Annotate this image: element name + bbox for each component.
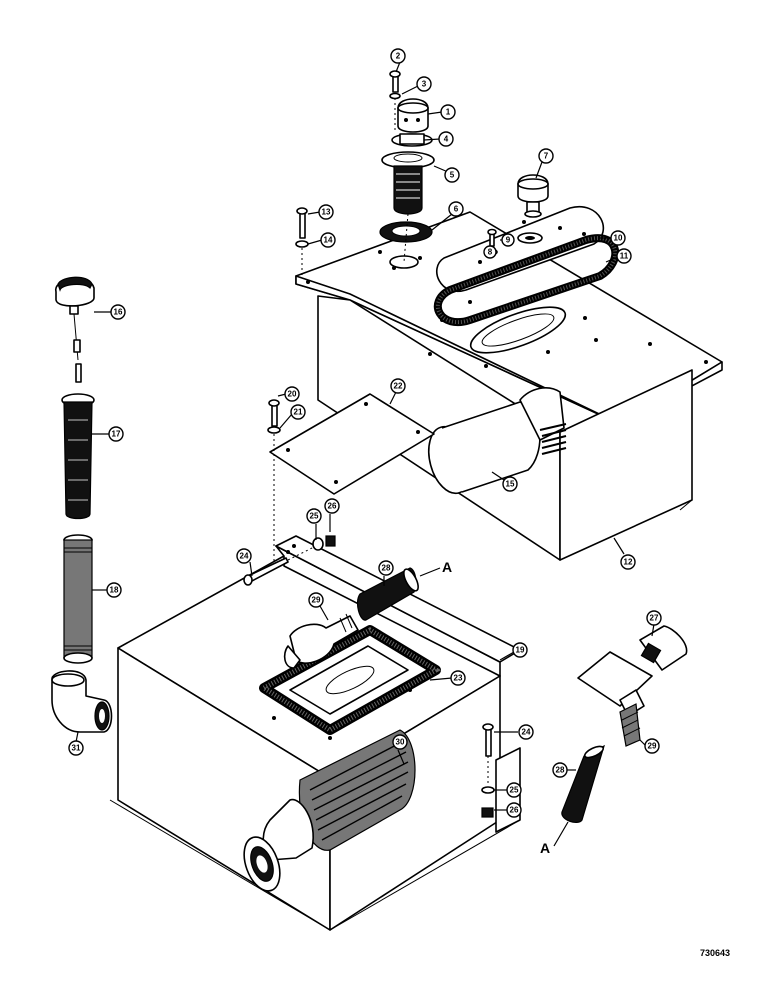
svg-text:11: 11 <box>620 252 629 261</box>
callout-26-lower: 26 <box>506 802 522 818</box>
strainer-30 <box>243 729 416 892</box>
callout-11: 11 <box>616 248 632 264</box>
svg-text:12: 12 <box>624 558 633 567</box>
callout-24-lower: 24 <box>518 724 534 740</box>
callout-25-lower: 25 <box>506 782 522 798</box>
callout-20: 20 <box>284 386 300 402</box>
dipstick-filler-cap-16 <box>55 276 95 383</box>
svg-text:24: 24 <box>522 728 531 737</box>
callout-6: 6 <box>448 201 464 217</box>
callout-28-upper: 28 <box>378 560 394 576</box>
svg-text:26: 26 <box>510 806 519 815</box>
callout-13: 13 <box>318 204 334 220</box>
breather-assembly <box>379 70 435 263</box>
svg-text:7: 7 <box>544 152 549 161</box>
callout-14: 14 <box>320 232 336 248</box>
svg-text:19: 19 <box>516 646 525 655</box>
callout-21: 21 <box>290 404 306 420</box>
callout-25-upper: 25 <box>306 508 322 524</box>
callout-23: 23 <box>450 670 466 686</box>
svg-text:6: 6 <box>454 205 459 214</box>
bolt-24-lower <box>481 723 495 818</box>
svg-text:9: 9 <box>506 236 511 245</box>
upper-tank <box>295 211 723 561</box>
callout-9: 9 <box>501 233 515 247</box>
callout-29-lower: 29 <box>644 738 660 754</box>
svg-text:25: 25 <box>310 512 319 521</box>
callout-12: 12 <box>620 554 636 570</box>
svg-text:31: 31 <box>72 744 81 753</box>
cover-plate-assembly <box>434 174 620 326</box>
svg-text:1: 1 <box>446 108 451 117</box>
callout-22: 22 <box>390 378 406 394</box>
callout-30: 30 <box>392 734 408 750</box>
callout-31: 31 <box>68 740 84 756</box>
svg-text:17: 17 <box>112 430 121 439</box>
svg-text:25: 25 <box>510 786 519 795</box>
svg-text:21: 21 <box>294 408 303 417</box>
svg-text:28: 28 <box>556 766 565 775</box>
svg-text:16: 16 <box>114 308 123 317</box>
svg-text:10: 10 <box>614 234 623 243</box>
callout-24-upper: 24 <box>236 548 252 564</box>
svg-text:29: 29 <box>648 742 657 751</box>
svg-text:28: 28 <box>382 564 391 573</box>
callout-4: 4 <box>438 131 454 147</box>
svg-text:20: 20 <box>288 390 297 399</box>
svg-text:29: 29 <box>312 596 321 605</box>
callout-17: 17 <box>108 426 124 442</box>
svg-text:26: 26 <box>328 502 337 511</box>
callout-18: 18 <box>106 582 122 598</box>
callout-16: 16 <box>110 304 126 320</box>
callout-26-upper: 26 <box>324 498 340 514</box>
hose-28-lower <box>553 744 605 847</box>
cover-plate-22 <box>267 393 435 720</box>
callout-3: 3 <box>416 76 432 92</box>
svg-text:24: 24 <box>240 552 249 561</box>
svg-text:27: 27 <box>650 614 659 623</box>
svg-text:14: 14 <box>324 236 333 245</box>
svg-text:5: 5 <box>450 171 455 180</box>
svg-text:8: 8 <box>488 248 493 257</box>
svg-text:13: 13 <box>322 208 331 217</box>
svg-text:3: 3 <box>422 80 427 89</box>
svg-text:2: 2 <box>396 52 401 61</box>
svg-text:18: 18 <box>110 586 119 595</box>
svg-text:4: 4 <box>444 135 449 144</box>
hose-28-upper <box>356 567 441 621</box>
callout-10: 10 <box>610 230 626 246</box>
callout-27: 27 <box>646 610 662 626</box>
svg-text:30: 30 <box>396 738 405 747</box>
reference-number: 730643 <box>700 948 730 958</box>
svg-text:22: 22 <box>394 382 403 391</box>
fitting-29-upper <box>283 613 359 669</box>
connection-letter-lower: A <box>540 840 550 856</box>
callout-5: 5 <box>444 167 460 183</box>
pipe-nipple-18 <box>63 534 93 664</box>
callout-2: 2 <box>390 48 406 64</box>
lower-tank <box>109 535 521 931</box>
strainer-15 <box>427 387 567 495</box>
callout-8: 8 <box>483 245 497 259</box>
callout-19: 19 <box>512 642 528 658</box>
connection-letter-upper: A <box>442 559 452 575</box>
elbow-31 <box>51 670 113 733</box>
svg-text:23: 23 <box>454 674 463 683</box>
breather-tube-17 <box>61 393 95 520</box>
switch-27-assembly <box>577 625 688 747</box>
callout-28-lower: 28 <box>552 762 568 778</box>
screw-13 <box>295 207 309 278</box>
callout-29-upper: 29 <box>308 592 324 608</box>
callout-15: 15 <box>502 476 518 492</box>
leader-lines <box>75 61 655 811</box>
bolt-24-upper <box>243 535 336 586</box>
callout-7: 7 <box>538 148 554 164</box>
svg-text:15: 15 <box>506 480 515 489</box>
callout-1: 1 <box>440 104 456 120</box>
